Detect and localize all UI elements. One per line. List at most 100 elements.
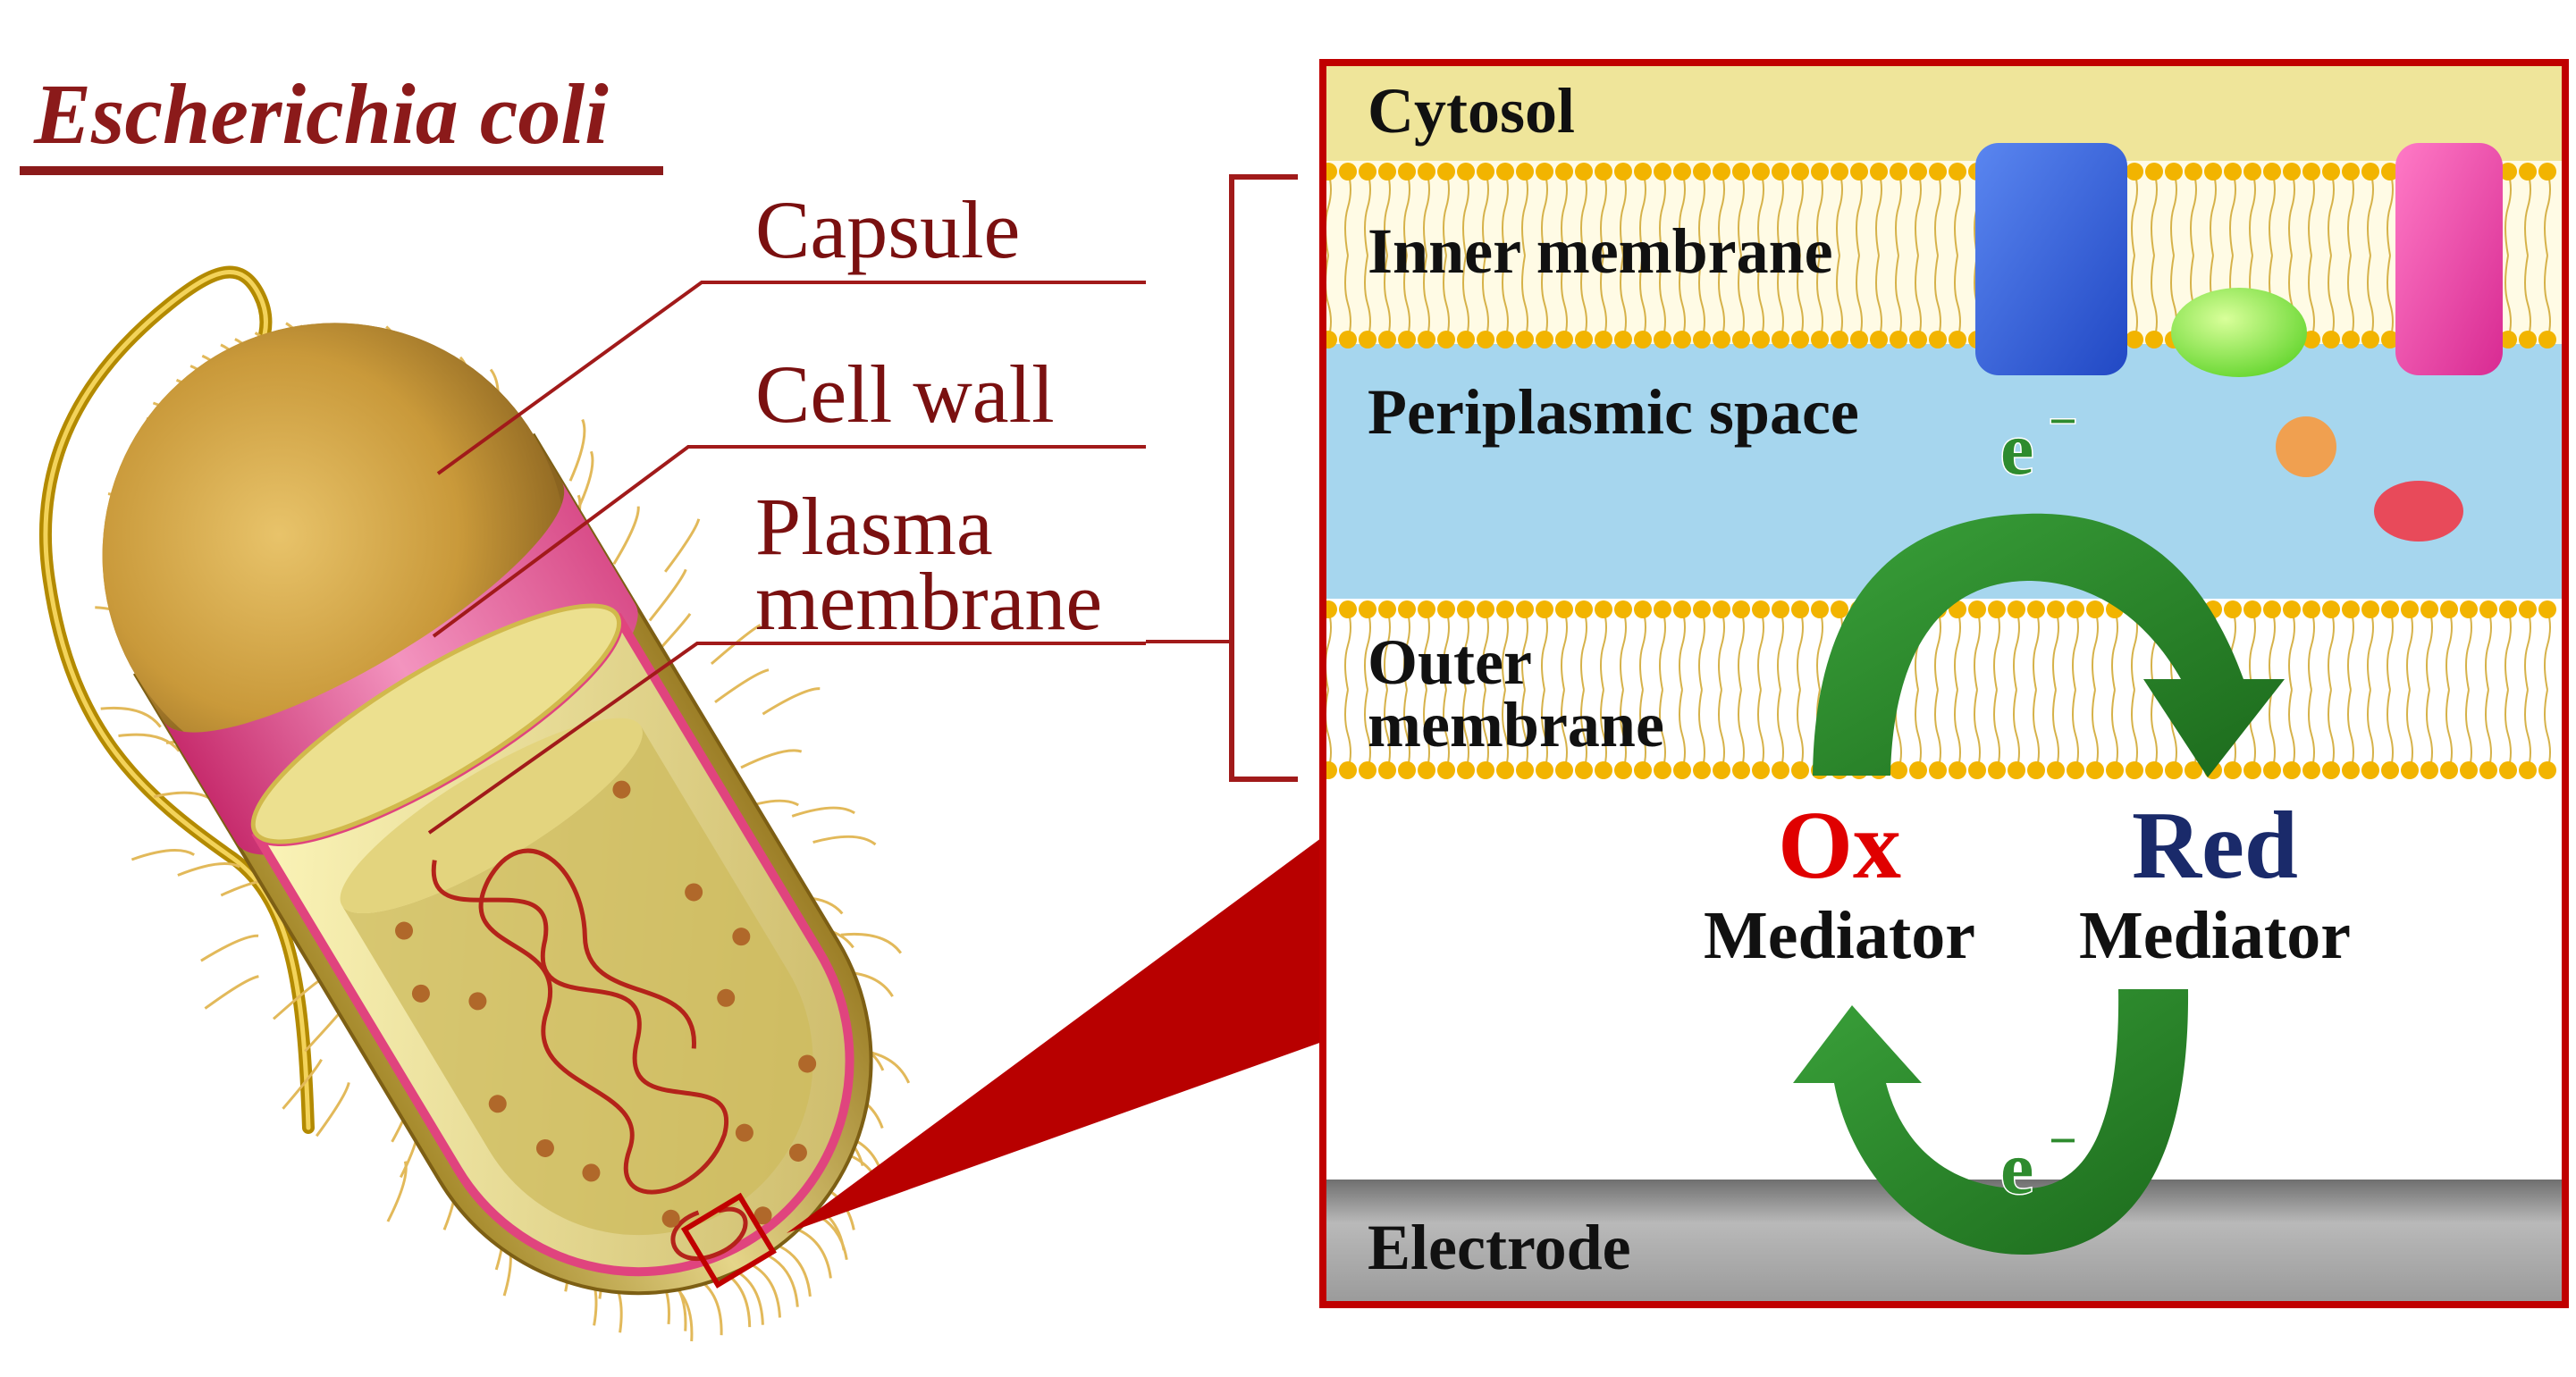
red-mediator-label: Mediator <box>2079 898 2351 973</box>
outer-lipid-tail <box>1954 689 1961 771</box>
outer-lipid-tail <box>2544 609 2551 691</box>
inner-lipid-head <box>2519 163 2537 181</box>
outer-lipid-head <box>2086 761 2104 779</box>
inner-lipid-tail <box>1875 171 1882 256</box>
inner-lipid-tail <box>1757 171 1764 256</box>
inner-lipid-head <box>1634 163 1652 181</box>
bacterium-labels: Capsule Cell wall Plasma membrane <box>755 184 1102 647</box>
outer-lipid-tail <box>2111 689 2118 771</box>
outer-lipid-head <box>1378 761 1396 779</box>
outer-lipid-head <box>1516 600 1534 618</box>
inner-lipid-tail <box>1738 255 1745 340</box>
inner-lipid-tail <box>1482 171 1489 256</box>
title: Escherichia coli <box>33 66 609 162</box>
outer-lipid-head <box>1555 761 1573 779</box>
inner-lipid-tail <box>1541 255 1548 340</box>
inner-lipid-tail <box>1836 255 1843 340</box>
inner-lipid-head <box>1614 331 1632 348</box>
inner-lipid-tail <box>1502 255 1509 340</box>
outer-lipid-tail <box>1384 609 1391 691</box>
membrane-bracket <box>1229 174 1298 782</box>
outer-lipid-tail <box>2269 689 2276 771</box>
inner-lipid-head <box>1791 163 1809 181</box>
outer-lipid-head <box>1713 761 1730 779</box>
inner-lipid-head <box>2381 163 2399 181</box>
outer-lipid-tail <box>1993 609 2000 691</box>
inner-lipid-head <box>2126 331 2143 348</box>
outer-lipid-tail <box>1482 609 1489 691</box>
ribosome <box>788 1143 807 1162</box>
outer-lipid-tail <box>1934 689 1941 771</box>
inner-lipid-tail <box>1816 255 1823 340</box>
outer-lipid-head <box>1988 600 2006 618</box>
pilus <box>648 568 687 622</box>
inner-lipid-tail <box>1659 255 1666 340</box>
electron-top-charge: − <box>2049 394 2077 449</box>
outer-lipid-head <box>1673 600 1691 618</box>
outer-lipid-head <box>1673 761 1691 779</box>
inner-lipid-tail <box>1462 255 1469 340</box>
inner-lipid-head <box>2243 163 2261 181</box>
inner-lipid-tail <box>1384 255 1391 340</box>
outer-lipid-tail <box>1659 609 1666 691</box>
outer-lipid-tail <box>2426 689 2433 771</box>
outer-lipid-tail <box>1639 689 1646 771</box>
outer-membrane-label-line1: Outer <box>1368 626 1532 698</box>
outer-lipid-head <box>2460 600 2478 618</box>
cell-wall-label: Cell wall <box>755 348 1055 440</box>
cell-wall-leader <box>432 445 1146 638</box>
inner-lipid-tail <box>1521 171 1528 256</box>
inner-lipid-head <box>2283 163 2301 181</box>
outer-lipid-head <box>1890 761 1907 779</box>
outer-lipid-tail <box>2033 689 2040 771</box>
inner-lipid-head <box>1850 163 1868 181</box>
outer-lipid-tail <box>1620 609 1627 691</box>
inner-lipid-tail <box>1915 255 1922 340</box>
outer-lipid-tail <box>2504 689 2512 771</box>
outer-lipid-tail <box>1600 609 1607 691</box>
inner-lipid-tail <box>1502 171 1509 256</box>
inner-lipid-head <box>1516 163 1534 181</box>
inner-lipid-head <box>1772 331 1789 348</box>
inner-lipid-head <box>1831 331 1848 348</box>
inner-lipid-tail <box>1384 171 1391 256</box>
pilus <box>791 806 855 818</box>
outer-lipid-tail <box>1679 609 1686 691</box>
inner-lipid-head <box>1536 163 1553 181</box>
outer-lipid-head <box>1909 761 1927 779</box>
outer-lipid-tail <box>2269 609 2276 691</box>
outer-lipid-tail <box>1777 689 1784 771</box>
outer-lipid-head <box>1929 761 1947 779</box>
outer-lipid-head <box>2519 600 2537 618</box>
inner-lipid-tail <box>1423 255 1430 340</box>
outer-lipid-head <box>1614 761 1632 779</box>
outer-lipid-head <box>1968 761 1986 779</box>
outer-lipid-head <box>1496 600 1514 618</box>
plasma-membrane-rim <box>250 603 622 844</box>
inner-lipid-head <box>2361 331 2379 348</box>
outer-lipid-tail <box>1462 609 1469 691</box>
ribosome <box>717 988 736 1007</box>
outer-lipid-head <box>2499 600 2517 618</box>
inner-lipid-tail <box>1521 255 1528 340</box>
inner-lipid-head <box>1398 163 1416 181</box>
outer-lipid-head <box>2106 761 2124 779</box>
pilus <box>568 418 586 482</box>
outer-lipid-head <box>2126 761 2143 779</box>
outer-lipid-tail <box>1974 609 1981 691</box>
outer-lipid-head <box>2420 761 2438 779</box>
inner-lipid-tail <box>2504 171 2512 256</box>
inner-lipid-tail <box>2190 171 2197 256</box>
inner-lipid-head <box>1614 163 1632 181</box>
inner-lipid-tail <box>2347 171 2354 256</box>
inner-lipid-head <box>1772 163 1789 181</box>
outer-lipid-tail <box>1384 689 1391 771</box>
outer-lipid-tail <box>1600 689 1607 771</box>
outer-lipid-head <box>2420 600 2438 618</box>
outer-lipid-tail <box>1698 689 1705 771</box>
red-small-molecule <box>2374 481 2463 542</box>
outer-lipid-head <box>2322 761 2340 779</box>
outer-lipid-tail <box>1521 689 1528 771</box>
inner-lipid-tail <box>2249 171 2256 256</box>
capsule-label: Capsule <box>755 184 1020 275</box>
